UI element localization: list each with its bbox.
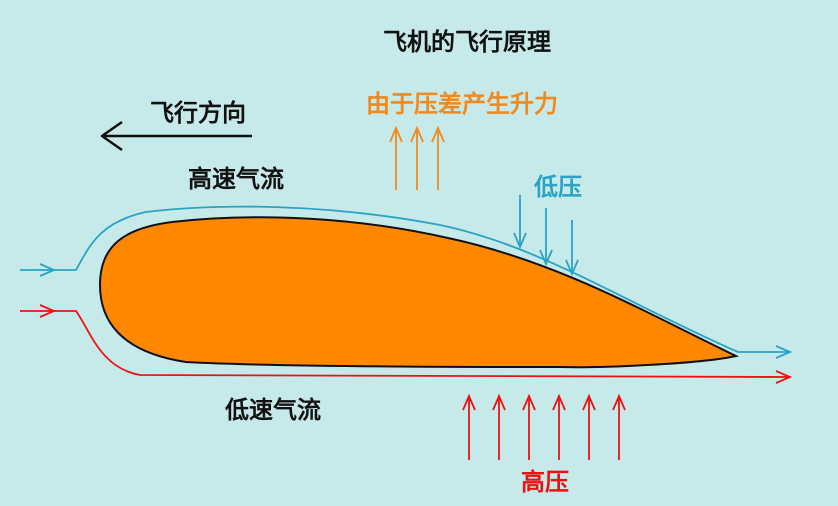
high-pressure-arrow xyxy=(522,393,536,460)
lift-arrow xyxy=(410,125,424,190)
low-pressure-arrow xyxy=(513,195,527,250)
lift-arrows xyxy=(389,125,445,190)
lift-arrow xyxy=(431,125,445,190)
low-pressure-arrow xyxy=(565,220,579,277)
lift-label: 由于压差产生升力 xyxy=(366,90,558,118)
diagram-title: 飞机的飞行原理 xyxy=(383,28,551,56)
high-pressure-arrow xyxy=(582,393,596,460)
low-pressure-arrow xyxy=(539,208,553,267)
high-speed-flow-label: 高速气流 xyxy=(188,165,284,193)
high-pressure-arrow xyxy=(612,393,626,460)
lift-arrow xyxy=(389,125,403,190)
high-pressure-arrows xyxy=(462,393,626,460)
flight-direction-arrow xyxy=(100,120,252,152)
upper-airflow-line xyxy=(20,205,793,359)
flight-direction-label: 飞行方向 xyxy=(150,99,246,127)
low-pressure-label: 低压 xyxy=(533,173,582,201)
high-pressure-arrow xyxy=(462,393,476,460)
high-pressure-label: 高压 xyxy=(521,468,569,496)
low-speed-flow-label: 低速气流 xyxy=(224,396,321,424)
low-pressure-arrows xyxy=(513,195,579,277)
airfoil-shape xyxy=(98,216,740,369)
high-pressure-arrow xyxy=(492,393,506,460)
high-pressure-arrow xyxy=(552,393,566,460)
lower-airflow-line xyxy=(20,304,793,384)
